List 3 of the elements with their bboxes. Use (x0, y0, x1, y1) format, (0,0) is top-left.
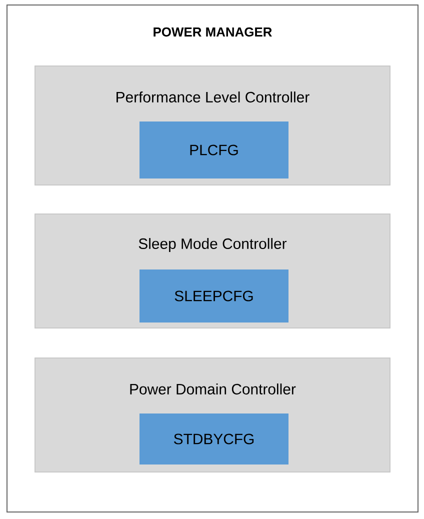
register-box: PLCFG (140, 122, 288, 178)
register-box: SLEEPCFG (140, 270, 288, 322)
register-box: STDBYCFG (140, 414, 288, 464)
